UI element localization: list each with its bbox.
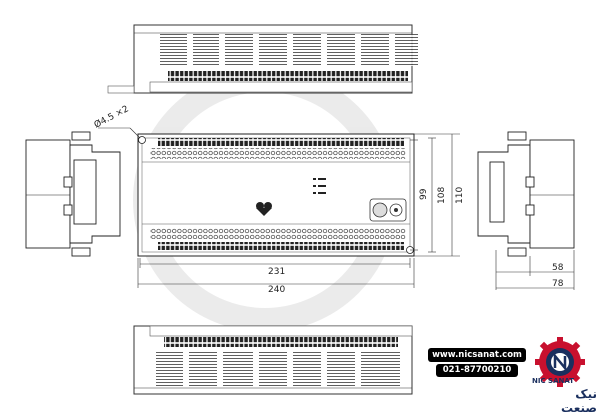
front-view — [137, 133, 415, 257]
port-connector-icon — [369, 198, 407, 222]
dimension-108: 108 — [437, 187, 447, 204]
brand-phone: 021-87700210 — [436, 364, 518, 377]
bottom-view — [133, 325, 413, 395]
right-side-view — [477, 131, 575, 257]
brand-website[interactable]: www.nicsanat.com — [428, 348, 526, 362]
brand-logo-icon — [256, 202, 272, 216]
top-view — [107, 24, 418, 94]
dimension-231: 231 — [268, 267, 285, 277]
brand-name-fa: نیک صنعت — [561, 387, 597, 415]
front-dimensions — [98, 127, 460, 288]
side-dimensions — [495, 250, 575, 290]
hole-dimension-label: Ø4.5 ×2 — [92, 103, 130, 130]
dimension-99: 99 — [419, 188, 429, 200]
dimension-240: 240 — [268, 285, 285, 295]
dimension-58: 58 — [552, 263, 564, 273]
status-leds — [313, 178, 326, 194]
nicsanat-gear-logo-icon — [535, 337, 585, 387]
dimension-110: 110 — [455, 187, 465, 204]
mount-hole-icon — [138, 136, 146, 144]
brand-name-en: NIC SANAT — [532, 377, 575, 385]
dimension-78: 78 — [552, 279, 564, 289]
left-side-view — [25, 131, 121, 257]
